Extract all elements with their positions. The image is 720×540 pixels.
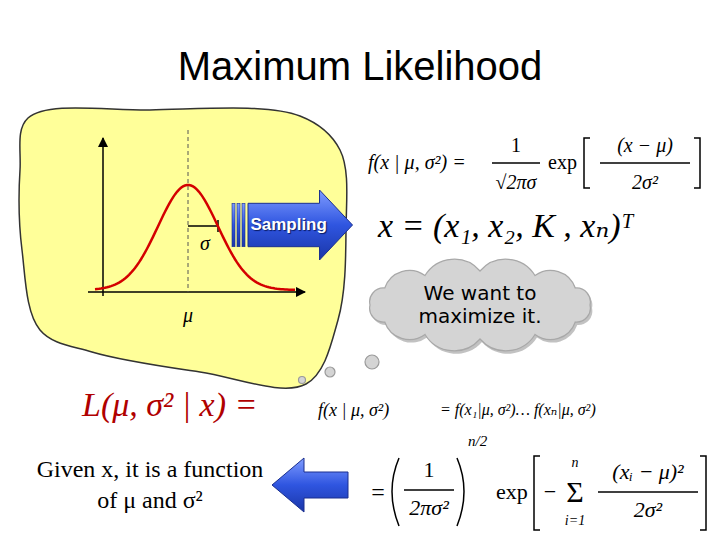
note-text: Given x, it is a function of μ and σ² bbox=[30, 454, 270, 516]
cloud-text: We want to maximize it. bbox=[410, 282, 550, 328]
axis-symbol: μ bbox=[183, 305, 193, 325]
sum-limit: i=1 bbox=[565, 514, 585, 528]
bracket bbox=[700, 456, 706, 530]
numerator: (x − μ) bbox=[617, 135, 673, 155]
function-name: exp bbox=[496, 481, 528, 503]
sampling-arrow: Sampling bbox=[232, 190, 353, 260]
denominator: √2πσ bbox=[496, 172, 537, 192]
axis-symbol: σ bbox=[200, 233, 210, 253]
formula-text: f(x | μ, σ²) bbox=[318, 401, 389, 419]
function-name: exp bbox=[548, 152, 577, 172]
block-arrow bbox=[272, 458, 348, 512]
fraction-bar bbox=[598, 491, 698, 493]
bracket bbox=[694, 138, 700, 188]
fraction-bar bbox=[600, 162, 690, 164]
sample-vector: x = (x₁, x₂, K , xₙ)ᵀ bbox=[378, 209, 634, 243]
block-arrow bbox=[248, 190, 353, 260]
x-axis bbox=[88, 291, 305, 293]
fraction-bar bbox=[492, 162, 540, 164]
minus-sign: − bbox=[544, 481, 556, 503]
thought-cloud: We want to maximize it. bbox=[360, 262, 600, 348]
exponent: n/2 bbox=[468, 434, 487, 449]
fraction-bar bbox=[404, 489, 454, 491]
parenthesis bbox=[392, 458, 399, 526]
bracket bbox=[534, 456, 540, 530]
sum-symbol: Σ bbox=[566, 477, 583, 507]
thought-bubble bbox=[299, 377, 306, 384]
equals-sign: = bbox=[371, 480, 385, 504]
y-axis bbox=[102, 138, 104, 296]
sigma-bar bbox=[188, 225, 218, 227]
population-blob bbox=[19, 108, 347, 388]
thought-bubble bbox=[325, 367, 335, 377]
formula-text: = f(x₁|μ, σ²)… f(xₙ|μ, σ²) bbox=[440, 402, 596, 418]
sum-limit: n bbox=[572, 456, 579, 470]
denominator: 2σ² bbox=[634, 499, 662, 521]
thought-cloud bbox=[370, 259, 591, 351]
denominator: 2σ² bbox=[632, 172, 658, 192]
thought-bubbles bbox=[299, 355, 380, 384]
thought-bubble bbox=[365, 355, 379, 369]
parenthesis bbox=[457, 458, 464, 526]
arrow-stripe bbox=[237, 203, 240, 246]
denominator: 2πσ² bbox=[409, 497, 448, 519]
numerator: 1 bbox=[424, 459, 435, 481]
slide-title: Maximum Likelihood bbox=[0, 44, 720, 88]
numerator: 1 bbox=[511, 135, 521, 155]
arrow-stripe bbox=[242, 203, 245, 246]
numerator: (xᵢ − μ)² bbox=[612, 461, 683, 483]
likelihood-formula: L(μ, σ² | x) = bbox=[82, 388, 257, 422]
population-blob bbox=[19, 108, 347, 388]
mean-line bbox=[188, 130, 189, 292]
arrow-label: Sampling bbox=[250, 215, 327, 235]
formula-text: f(x | μ, σ²) = bbox=[368, 152, 466, 172]
arrow-stripe bbox=[232, 203, 235, 246]
bracket bbox=[584, 138, 590, 188]
